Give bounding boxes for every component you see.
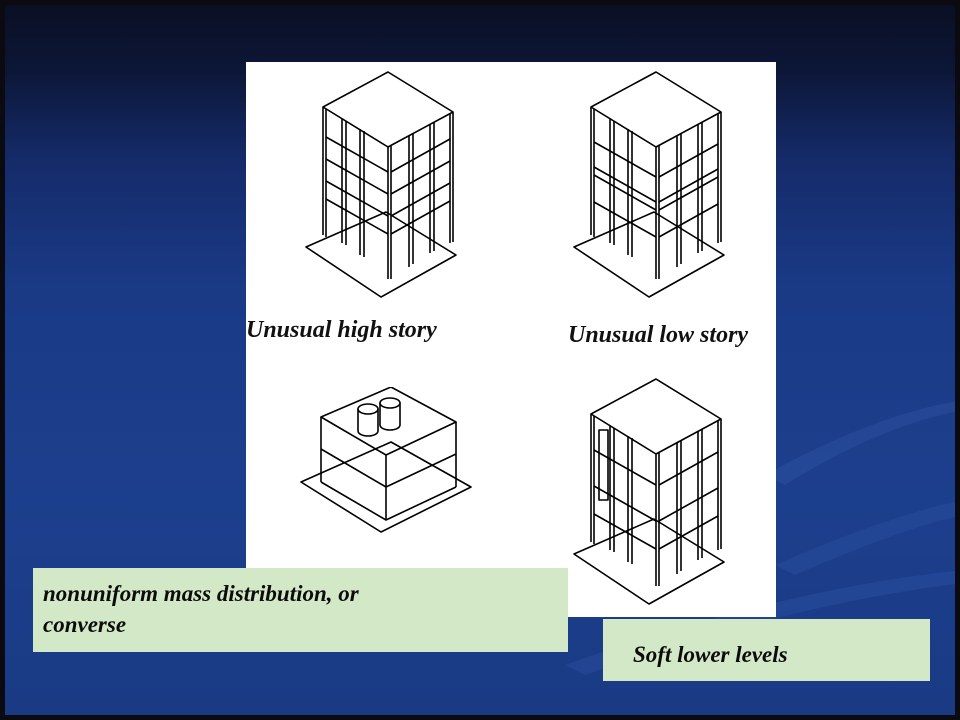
caption-low-story: Unusual low story [568, 322, 749, 348]
diagram-panel: Unusual high story [246, 62, 776, 617]
caption-high-story: Unusual high story [246, 317, 437, 343]
mass-distribution-callout: nonuniform mass distribution, or convers… [33, 568, 568, 652]
tall-building-high-story-icon [305, 71, 457, 298]
callout-right-label: Soft lower levels [633, 642, 788, 667]
callout-left-line2: converse [43, 612, 127, 637]
callout-left-line1: nonuniform mass distribution, or [43, 581, 359, 606]
soft-story-building-icon [573, 378, 725, 605]
soft-lower-levels-callout: Soft lower levels [603, 619, 930, 681]
tall-building-low-story-icon [573, 71, 725, 298]
mass-distribution-building-icon [300, 387, 472, 533]
